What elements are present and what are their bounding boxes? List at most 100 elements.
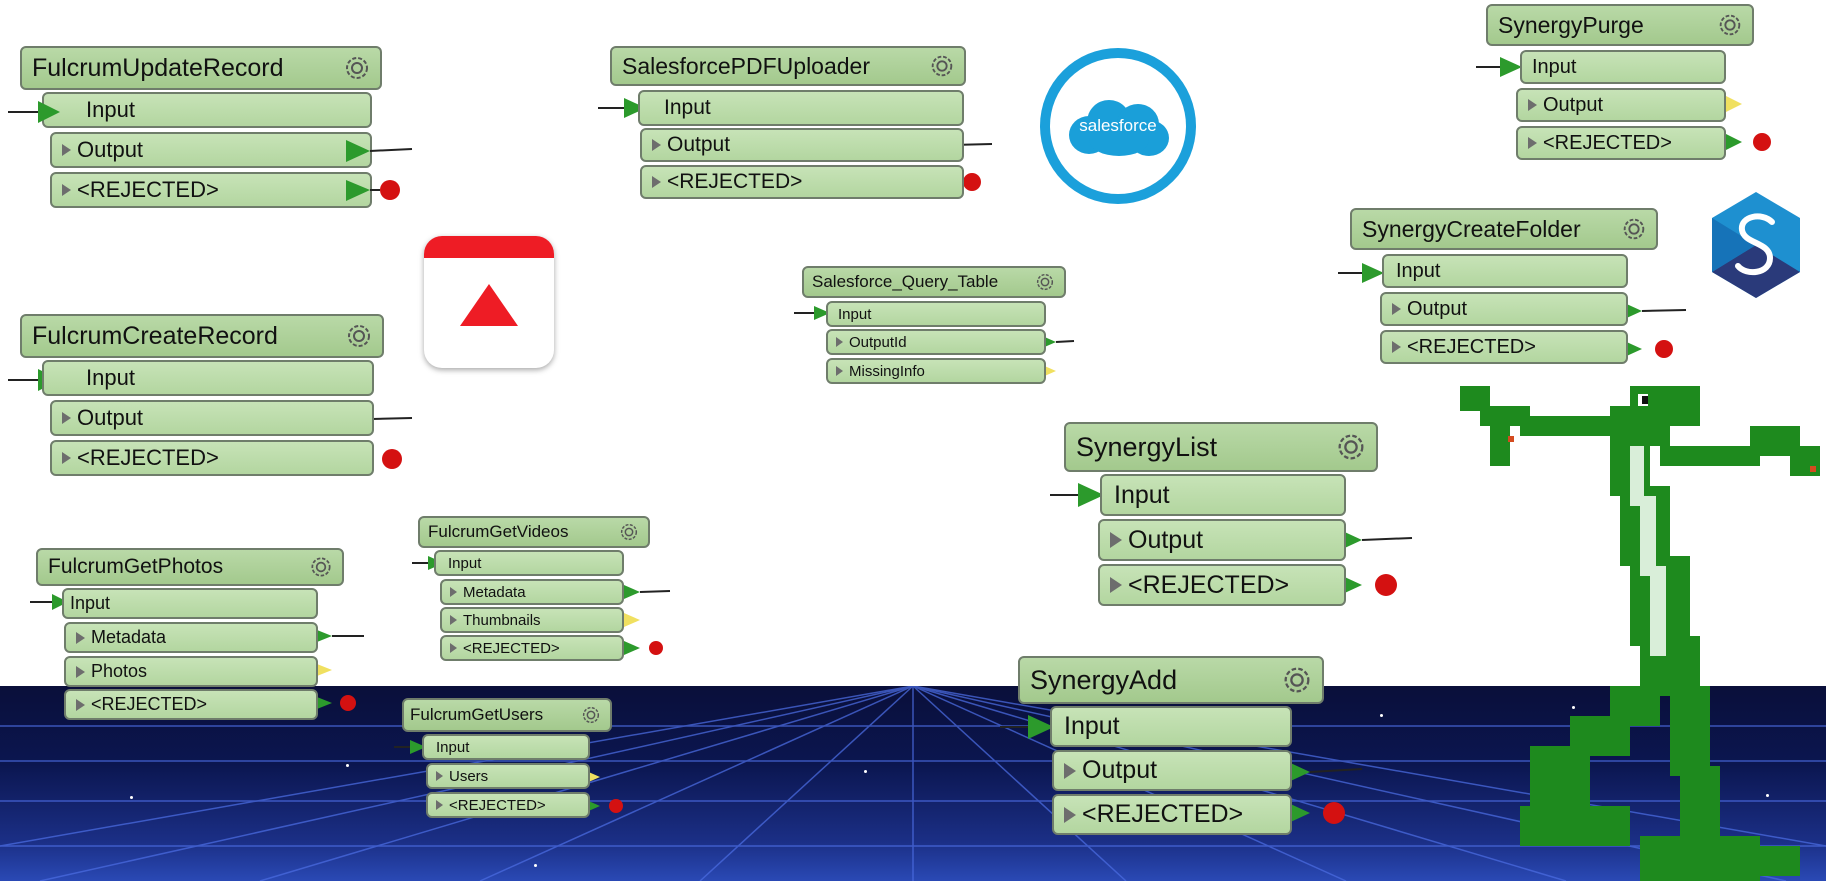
star: [864, 770, 867, 773]
rejected-port[interactable]: <REJECTED>: [426, 792, 590, 818]
expand-triangle-icon: [76, 698, 85, 711]
gear-icon[interactable]: [308, 554, 334, 580]
output-port[interactable]: MissingInfo: [826, 358, 1046, 384]
salesforce-logo: salesforce: [1040, 48, 1196, 204]
output-port[interactable]: Output: [50, 400, 374, 436]
synthwave-background: [0, 686, 1826, 881]
expand-triangle-icon: [62, 184, 71, 196]
expand-triangle-icon: [450, 587, 457, 597]
rejected-port[interactable]: <REJECTED>: [440, 635, 624, 661]
transformer-header[interactable]: SynergyCreateFolder: [1350, 208, 1658, 250]
input-port[interactable]: Input: [1100, 474, 1346, 516]
input-port[interactable]: Input: [422, 734, 590, 760]
expand-triangle-icon: [1064, 806, 1076, 823]
expand-triangle-icon: [652, 139, 661, 151]
gear-icon[interactable]: [342, 53, 372, 83]
gear-icon[interactable]: [580, 704, 602, 726]
transformer-title: SynergyCreateFolder: [1362, 215, 1581, 242]
star: [346, 764, 349, 767]
expand-triangle-icon: [450, 615, 457, 625]
rejected-port[interactable]: <REJECTED>: [1098, 564, 1346, 606]
gear-icon[interactable]: [618, 521, 640, 543]
transformer-title: FulcrumCreateRecord: [32, 321, 278, 350]
input-port[interactable]: Input: [434, 550, 624, 576]
rejected-port[interactable]: <REJECTED>: [1380, 330, 1628, 364]
transformer-fulcrum-get-users[interactable]: FulcrumGetUsers Input Users <REJECTED>: [402, 698, 622, 822]
rejected-port[interactable]: <REJECTED>: [64, 689, 318, 720]
fulcrum-logo: [424, 236, 554, 368]
transformer-title: SalesforcePDFUploader: [622, 52, 871, 79]
expand-triangle-icon: [836, 366, 843, 376]
transformer-header[interactable]: FulcrumCreateRecord: [20, 314, 384, 358]
transformer-header[interactable]: FulcrumGetVideos: [418, 516, 650, 548]
transformer-salesforce-pdf-uploader[interactable]: SalesforcePDFUploader Input Output <REJE…: [610, 46, 970, 206]
input-port[interactable]: Input: [42, 92, 372, 128]
output-port[interactable]: Thumbnails: [440, 607, 624, 633]
input-port[interactable]: Input: [1382, 254, 1628, 288]
star: [1572, 706, 1575, 709]
synergy-logo: [1712, 192, 1800, 298]
output-port[interactable]: Output: [1516, 88, 1726, 122]
transformer-synergy-create-folder[interactable]: SynergyCreateFolder Input Output <REJECT…: [1350, 208, 1660, 370]
transformer-title: SynergyAdd: [1030, 664, 1178, 695]
transformer-header[interactable]: SynergyAdd: [1018, 656, 1324, 704]
output-port[interactable]: Output: [1098, 519, 1346, 561]
transformer-fulcrum-update-record[interactable]: FulcrumUpdateRecord Input Output <REJECT…: [20, 46, 420, 216]
transformer-fulcrum-get-photos[interactable]: FulcrumGetPhotos Input Metadata Photos <…: [36, 548, 356, 728]
input-port[interactable]: Input: [42, 360, 374, 396]
input-port[interactable]: Input: [1520, 50, 1726, 84]
output-port[interactable]: Users: [426, 763, 590, 789]
transformer-fulcrum-create-record[interactable]: FulcrumCreateRecord Input Output <REJECT…: [20, 314, 420, 484]
expand-triangle-icon: [450, 643, 457, 653]
gecko-mascot-image: [1460, 386, 1820, 881]
gear-icon[interactable]: [1716, 11, 1744, 39]
transformer-synergy-purge[interactable]: SynergyPurge Input Output <REJECTED>: [1486, 4, 1756, 164]
expand-triangle-icon: [1528, 99, 1537, 111]
transformer-title: SynergyList: [1076, 431, 1218, 462]
output-port[interactable]: Photos: [64, 656, 318, 687]
gear-icon[interactable]: [928, 52, 956, 80]
rejected-port[interactable]: <REJECTED>: [50, 172, 372, 208]
gear-icon[interactable]: [344, 321, 374, 351]
gear-icon[interactable]: [1620, 215, 1648, 243]
rejected-port[interactable]: <REJECTED>: [640, 165, 964, 199]
transformer-fulcrum-get-videos[interactable]: FulcrumGetVideos Input Metadata Thumbnai…: [418, 516, 658, 666]
star: [1380, 714, 1383, 717]
output-port[interactable]: Output: [1052, 750, 1292, 791]
output-port[interactable]: Output: [50, 132, 372, 168]
transformer-title: FulcrumGetPhotos: [48, 555, 224, 578]
output-port[interactable]: Output: [1380, 292, 1628, 326]
output-port[interactable]: Metadata: [64, 622, 318, 653]
output-port[interactable]: OutputId: [826, 329, 1046, 355]
rejected-port[interactable]: <REJECTED>: [50, 440, 374, 476]
transformer-header[interactable]: FulcrumGetUsers: [402, 698, 612, 732]
expand-triangle-icon: [62, 412, 71, 424]
gear-icon[interactable]: [1034, 271, 1056, 293]
output-port[interactable]: Metadata: [440, 579, 624, 605]
transformer-header[interactable]: FulcrumUpdateRecord: [20, 46, 382, 90]
transformer-header[interactable]: SynergyList: [1064, 422, 1378, 472]
input-port[interactable]: Input: [638, 90, 964, 126]
input-port[interactable]: Input: [62, 588, 318, 619]
expand-triangle-icon: [62, 144, 71, 156]
transformer-header[interactable]: FulcrumGetPhotos: [36, 548, 344, 586]
transformer-salesforce-query-table[interactable]: Salesforce_Query_Table Input OutputId Mi…: [802, 266, 1070, 386]
rejected-port[interactable]: <REJECTED>: [1516, 126, 1726, 160]
output-port[interactable]: Output: [640, 128, 964, 162]
transformer-title: FulcrumGetVideos: [428, 522, 569, 541]
gear-icon[interactable]: [1334, 430, 1368, 464]
transformer-header[interactable]: SynergyPurge: [1486, 4, 1754, 46]
transformer-synergy-list[interactable]: SynergyList Input Output <REJECTED>: [1064, 422, 1384, 606]
fulcrum-logo-bar: [424, 236, 554, 258]
input-port[interactable]: Input: [1050, 706, 1292, 747]
transformer-header[interactable]: Salesforce_Query_Table: [802, 266, 1066, 298]
expand-triangle-icon: [436, 800, 443, 810]
transformer-header[interactable]: SalesforcePDFUploader: [610, 46, 966, 86]
rejected-port[interactable]: <REJECTED>: [1052, 794, 1292, 835]
gear-icon[interactable]: [1280, 663, 1314, 697]
salesforce-logo-text: salesforce: [1079, 116, 1157, 135]
expand-triangle-icon: [1528, 137, 1537, 149]
expand-triangle-icon: [436, 771, 443, 781]
transformer-synergy-add[interactable]: SynergyAdd Input Output <REJECTED>: [1018, 656, 1328, 838]
input-port[interactable]: Input: [826, 301, 1046, 327]
